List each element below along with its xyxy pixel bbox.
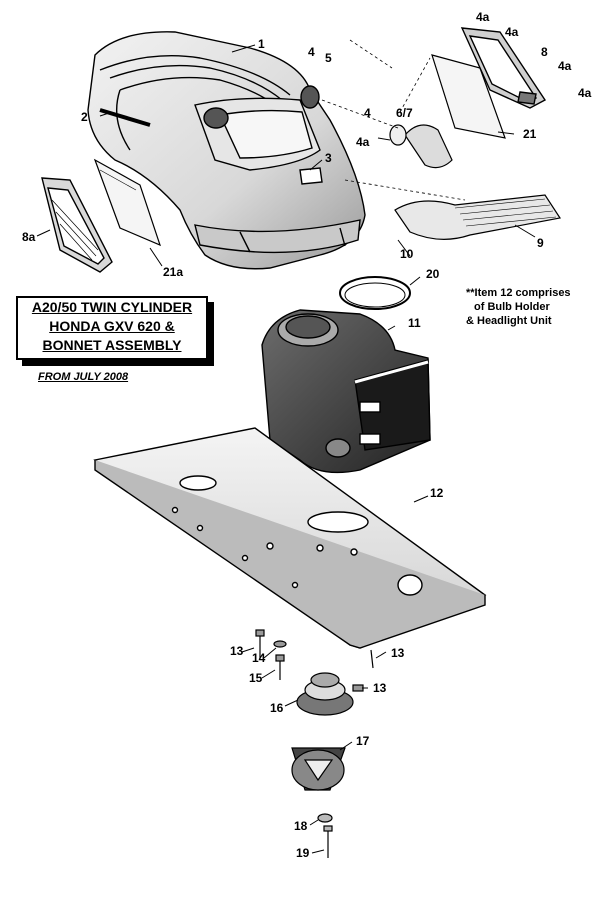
label-8a: 8a: [22, 230, 36, 244]
label-21a: 21a: [163, 265, 183, 279]
pulley-part: [296, 672, 354, 716]
label-2: 2: [81, 110, 88, 124]
clutch-part: [291, 747, 346, 791]
headlight-part: [389, 124, 453, 169]
label-13-right: 13: [391, 646, 405, 660]
label-6-7: 6/7: [396, 106, 413, 120]
right-grille-part: [460, 27, 547, 109]
label-16: 16: [270, 701, 284, 715]
date-subtitle: FROM JULY 2008: [38, 371, 129, 383]
label-13-pulley: 13: [373, 681, 387, 695]
label-3: 3: [325, 151, 332, 165]
air-duct-part: [394, 194, 561, 240]
diagram-title-box: A20/50 TWIN CYLINDER HONDA GXV 620 & BON…: [16, 296, 208, 360]
washer-bolt-part: [317, 813, 333, 858]
label-4a-top1: 4a: [476, 10, 490, 24]
label-11: 11: [408, 316, 421, 330]
label-4a-top4: 4a: [578, 86, 592, 100]
label-12: 12: [430, 486, 444, 500]
leader-lines: [36, 44, 536, 854]
side-panel-part: [93, 158, 161, 247]
label-5: 5: [325, 51, 332, 65]
label-18: 18: [294, 819, 308, 833]
label-4-mid: 4: [364, 106, 371, 120]
chassis-plate-part: [93, 427, 487, 649]
note-line-2: of Bulb Holder: [474, 301, 550, 313]
engine-part: [261, 309, 431, 474]
label-19: 19: [296, 846, 310, 860]
note-line-3: & Headlight Unit: [466, 315, 552, 327]
grille-part: [41, 177, 113, 273]
label-4a-mid: 4a: [356, 135, 370, 149]
label-17: 17: [356, 734, 370, 748]
bonnet-part: [87, 31, 366, 270]
bolts-part: [255, 629, 374, 692]
guide-lines: [321, 39, 466, 201]
label-4a-top3: 4a: [558, 59, 572, 73]
label-4-top: 4: [308, 45, 315, 59]
title-line-3: BONNET ASSEMBLY: [42, 337, 182, 353]
label-21: 21: [523, 127, 537, 141]
label-20: 20: [426, 267, 440, 281]
label-15: 15: [249, 671, 263, 685]
label-14: 14: [252, 651, 266, 665]
title-line-1: A20/50 TWIN CYLINDER: [31, 299, 193, 315]
right-panel-part: [431, 54, 506, 139]
label-8: 8: [541, 45, 548, 59]
title-line-2: HONDA GXV 620 &: [49, 318, 175, 334]
item-12-note: **Item 12 comprises of Bulb Holder & Hea…: [466, 286, 571, 328]
note-line-1: **Item 12 comprises: [466, 287, 571, 299]
label-1: 1: [258, 37, 265, 51]
label-13-left: 13: [230, 644, 244, 658]
label-10: 10: [400, 247, 414, 261]
label-4a-top2: 4a: [505, 25, 519, 39]
label-9: 9: [537, 236, 544, 250]
ring-clip-part: [339, 276, 411, 310]
